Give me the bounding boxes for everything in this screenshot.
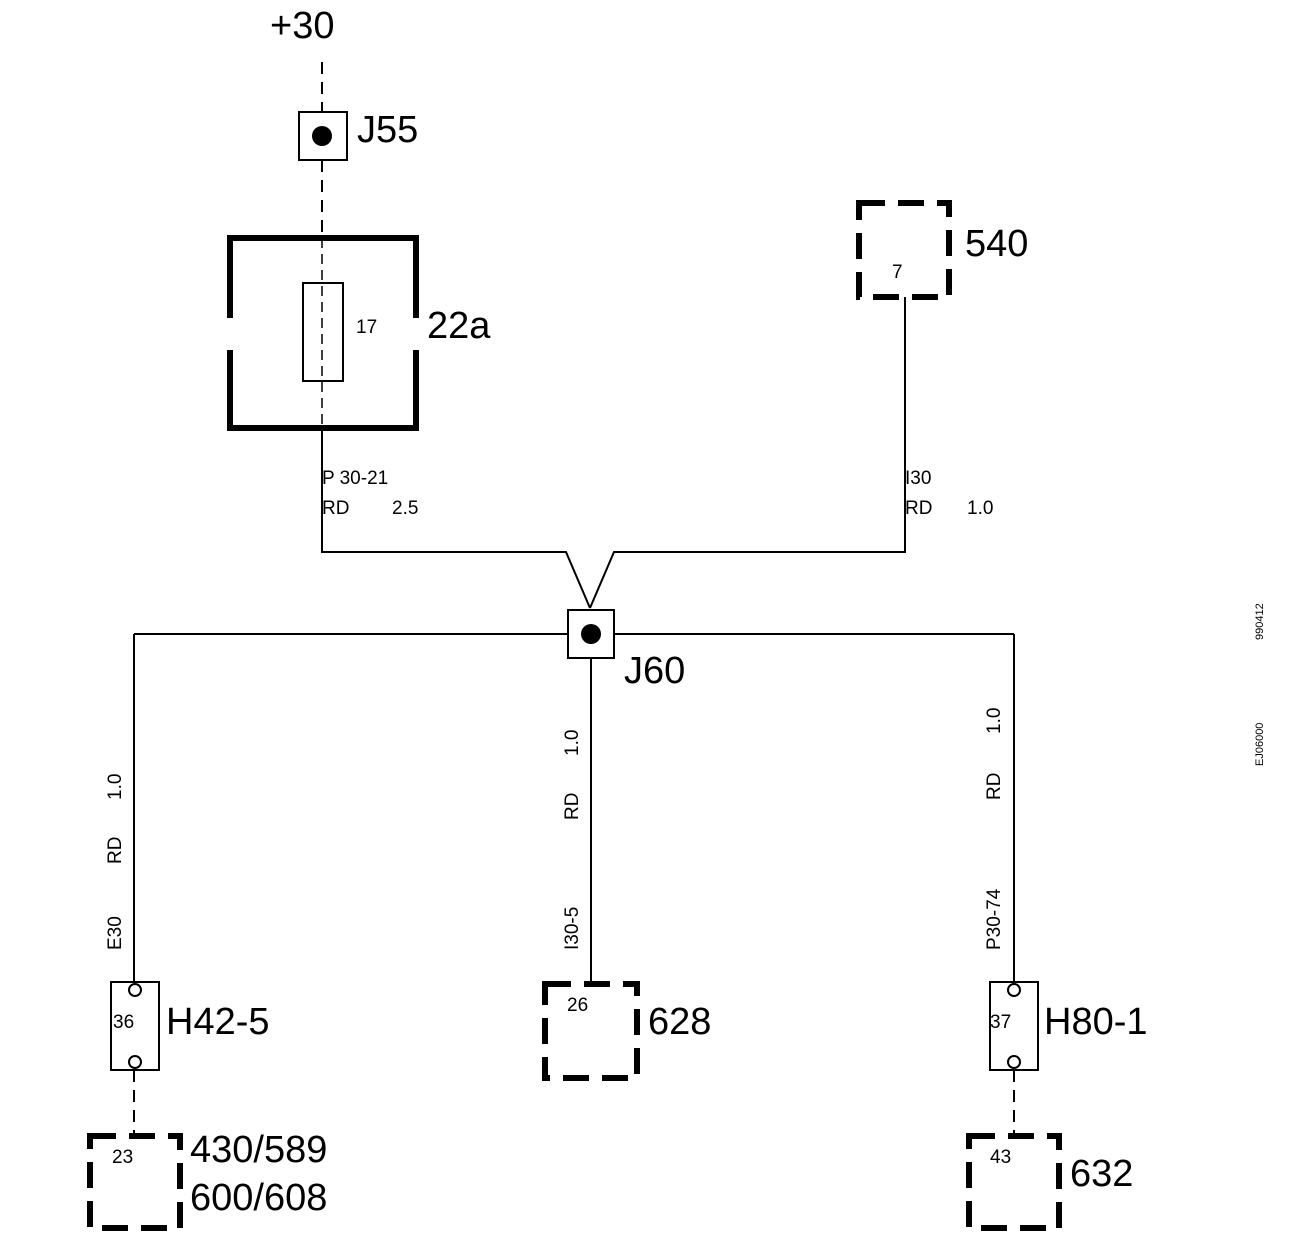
component-540-pin: 7 (892, 262, 903, 283)
wire-i30-color: RD (905, 498, 932, 519)
wire-i30 (589, 297, 906, 609)
h80-1-pin-bottom (1007, 1055, 1021, 1069)
fuse-number: 17 (356, 317, 377, 338)
wire-i30-5-size: 1.0 (562, 730, 583, 756)
wire-p30-21-id: P 30-21 (322, 468, 388, 489)
component-430-label-line1: 430/589 (190, 1129, 327, 1171)
h80-1-pin-top (1007, 983, 1021, 997)
component-632-pin: 43 (990, 1147, 1011, 1168)
wire-p30-74-id: P30-74 (984, 888, 1005, 950)
j60-label: J60 (624, 650, 685, 692)
h42-5-pin-number: 36 (113, 1012, 134, 1033)
wire-p30-74-size: 1.0 (984, 708, 1005, 734)
wire-i30-5-id: I30-5 (562, 907, 583, 950)
j55-junction-dot (312, 126, 332, 146)
wire-p30-74-color: RD (984, 773, 1005, 800)
fuse-element (302, 282, 344, 382)
component-628-label: 628 (648, 1001, 711, 1043)
component-430-pin: 23 (112, 1147, 133, 1168)
side-code-bottom: EJ06000 (1254, 723, 1266, 766)
component-430-box (87, 1133, 183, 1231)
fuse-box-22a (227, 235, 419, 431)
wire-p30-21-color: RD (322, 498, 349, 519)
wire-i30-5-color: RD (562, 793, 583, 820)
fuse-box-label: 22a (427, 305, 491, 347)
side-code-top: 990412 (1254, 603, 1266, 640)
wire-e30-color: RD (105, 837, 126, 864)
component-628-box (542, 981, 640, 1081)
j55-label: J55 (357, 109, 418, 151)
h42-5-pin-top (128, 983, 142, 997)
h42-5-pin-bottom (128, 1055, 142, 1069)
wire-i30-size: 1.0 (967, 498, 993, 519)
h42-5-label: H42-5 (166, 1001, 270, 1043)
wire-p30-21 (321, 430, 591, 609)
component-628-pin: 26 (567, 995, 588, 1016)
component-632-label: 632 (1070, 1153, 1133, 1195)
wire-i30-id: I30 (905, 468, 931, 489)
component-540-label: 540 (965, 223, 1028, 265)
supply-label: +30 (270, 5, 334, 47)
wire-p30-21-size: 2.5 (392, 498, 418, 519)
wire-e30-id: E30 (105, 916, 126, 950)
j60-junction-dot (581, 624, 601, 644)
h80-1-label: H80-1 (1044, 1001, 1148, 1043)
component-430-label-line2: 600/608 (190, 1177, 327, 1219)
component-632-box (966, 1133, 1062, 1231)
wire-e30-size: 1.0 (105, 774, 126, 800)
h80-1-pin-number: 37 (990, 1012, 1011, 1033)
component-540-box (856, 200, 952, 300)
